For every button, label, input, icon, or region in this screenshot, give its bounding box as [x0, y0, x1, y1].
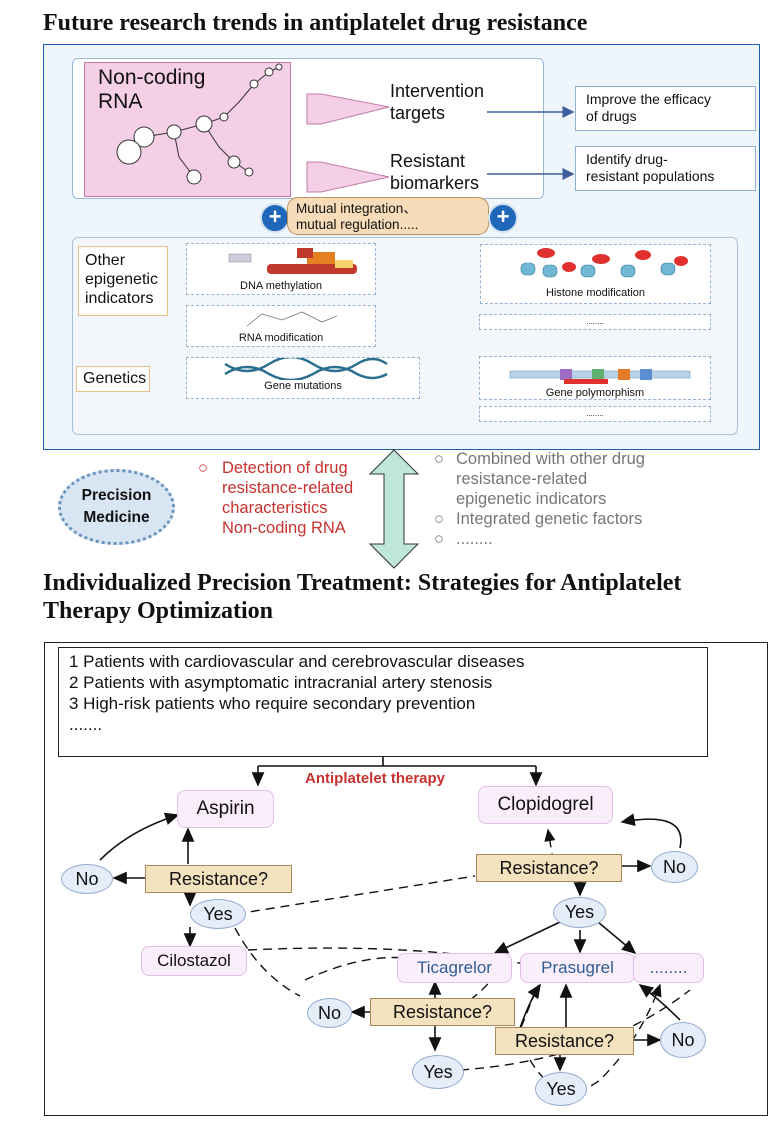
gene-polymorphism-illustration [509, 369, 691, 384]
polymorphism-more-box: ........ [479, 406, 711, 422]
clopidogrel-yes-oval: Yes [553, 897, 606, 928]
histone-illustration [520, 248, 688, 278]
list-item: 1 Patients with cardiovascular and cereb… [69, 652, 525, 671]
identify-populations-box: Identify drug- resistant populations [575, 146, 756, 191]
grey-bullets: ○ ○ ○ [434, 450, 444, 548]
detection-bullet: ○ [198, 459, 208, 477]
prasugrel-box: Prasugrel [520, 953, 635, 983]
other-epigenetic-tag: Other epigenetic indicators [78, 246, 168, 316]
prasugrel-resistance-box: Resistance? [495, 1027, 634, 1055]
cilostazol-box: Cilostazol [141, 946, 247, 976]
aspirin-resistance-box: Resistance? [145, 865, 292, 893]
histone-modification-box: Histone modification [480, 244, 711, 304]
prasugrel-no-oval: No [660, 1022, 706, 1058]
mutual-integration-box: Mutual integration、 mutual regulation...… [287, 197, 489, 235]
prasugrel-yes-oval: Yes [535, 1072, 587, 1106]
detection-text: Detection of drug resistance-related cha… [222, 459, 354, 537]
clopidogrel-resistance-box: Resistance? [476, 854, 622, 882]
ticagrelor-resistance-box: Resistance? [370, 998, 515, 1026]
dna-helix-illustration [224, 355, 388, 382]
list-item: ....... [69, 715, 103, 734]
patient-list: 1 Patients with cardiovascular and cereb… [58, 647, 708, 757]
gene-polymorphism-box: Gene polymorphism [479, 356, 711, 400]
combined-text: Combined with other drug resistance-rela… [456, 450, 645, 548]
rna-modification-illustration [246, 311, 338, 327]
aspirin-no-oval: No [61, 864, 113, 894]
list-item: 3 High-risk patients who require seconda… [69, 694, 476, 713]
ticagrelor-box: Ticagrelor [397, 953, 512, 983]
intervention-arrow-shape [306, 93, 390, 125]
ticagrelor-no-oval: No [307, 998, 352, 1028]
plus-icon-left: + [260, 203, 290, 233]
genetics-tag: Genetics [76, 366, 150, 392]
list-item: 2 Patients with asymptomatic intracrania… [69, 673, 493, 692]
resistant-arrow-shape [306, 161, 390, 193]
antiplatelet-label: Antiplatelet therapy [305, 770, 446, 787]
top-title: Future research trends in antiplatelet d… [43, 10, 588, 36]
improve-efficacy-box: Improve the efficacy of drugs [575, 86, 756, 131]
ticagrelor-yes-oval: Yes [412, 1055, 464, 1089]
dna-methylation-illustration [228, 248, 357, 274]
intervention-targets-label: Intervention targets [390, 81, 485, 123]
gene-mutations-box: Gene mutations [186, 355, 420, 399]
dna-methylation-box: DNA methylation [186, 243, 376, 295]
rna-structure-illustration [116, 63, 283, 185]
aspirin-yes-oval: Yes [190, 899, 246, 929]
ncrna-label: Non-coding RNA [98, 66, 206, 113]
more-drugs-box: ........ [633, 953, 704, 983]
histone-more-box: ........ [479, 314, 711, 330]
double-arrow [368, 449, 420, 569]
rna-modification-box: RNA modification [186, 305, 376, 347]
plus-icon-right: + [488, 203, 518, 233]
outcome-arrows [487, 106, 575, 180]
clopidogrel-box: Clopidogrel [478, 786, 613, 824]
resistant-biomarkers-label: Resistant biomarkers [390, 151, 480, 193]
precision-medicine-ellipse: Precision Medicine [58, 469, 175, 545]
clopidogrel-no-oval: No [651, 851, 698, 883]
bottom-title: Individualized Precision Treatment: Stra… [43, 570, 682, 624]
aspirin-box: Aspirin [177, 790, 274, 828]
